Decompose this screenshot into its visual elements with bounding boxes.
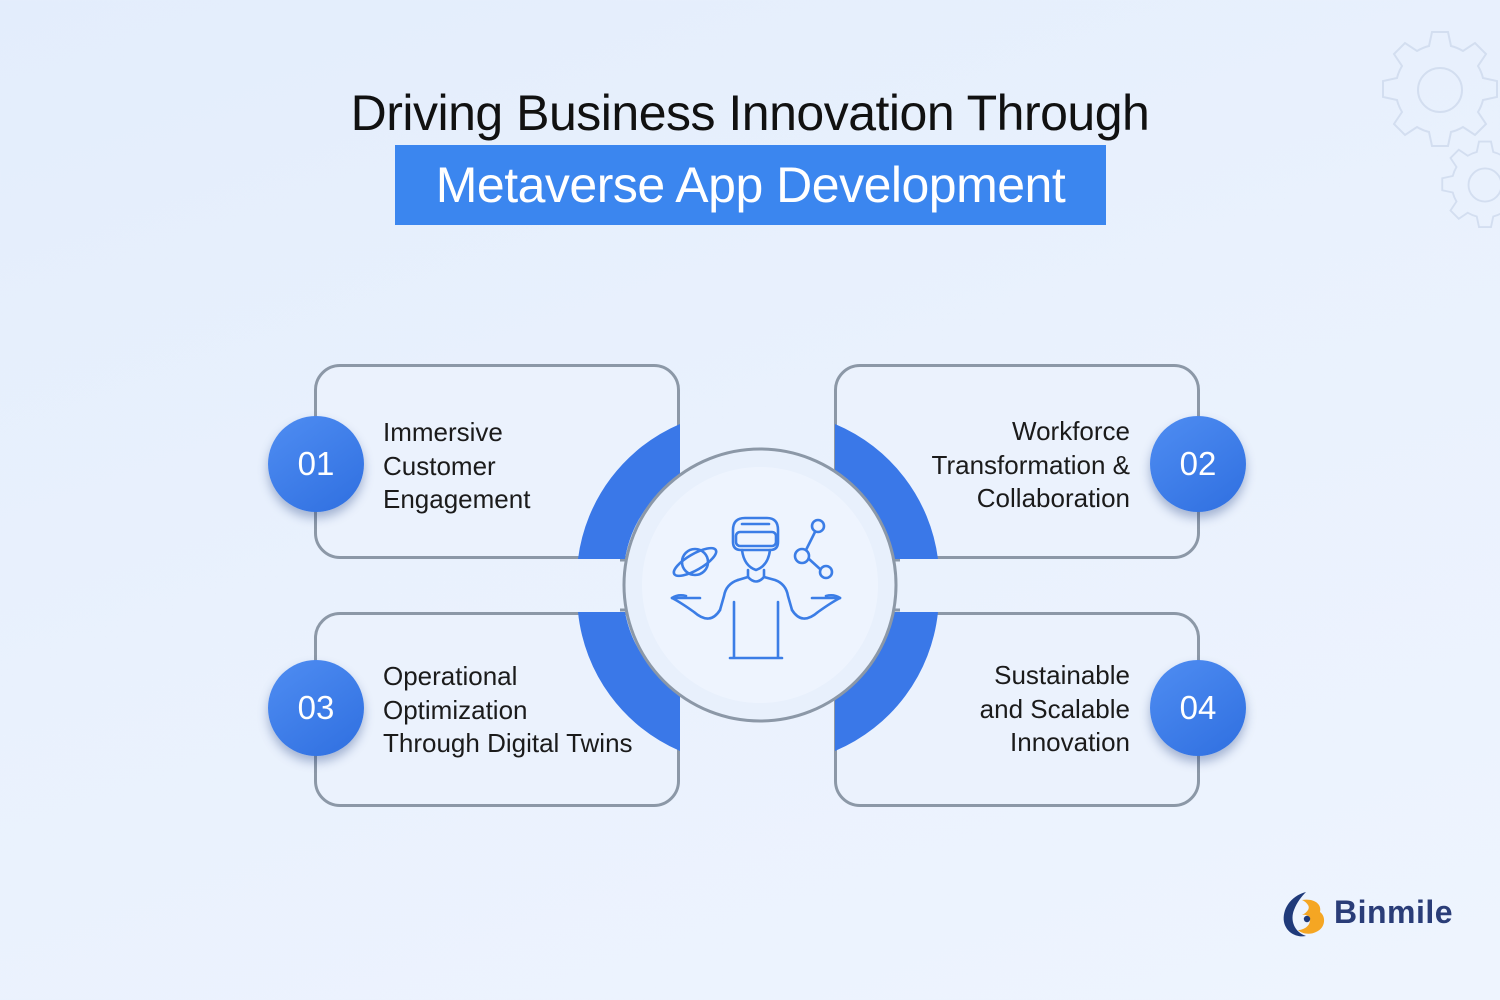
number-badge: 01 [268, 416, 364, 512]
brand-logo: Binmile [1280, 888, 1460, 940]
title-highlight [395, 145, 1106, 225]
card-label-line: Immersive [383, 417, 503, 447]
hub-inner-circle [642, 467, 878, 703]
card-label: Workforce Transformation & Collaboration [932, 415, 1130, 516]
arc-bottom-left [578, 612, 680, 751]
card-label: Sustainable and Scalable Innovation [980, 659, 1130, 760]
card-label: Immersive Customer Engagement [383, 416, 530, 517]
gear-icon [1382, 31, 1498, 147]
gear-icon [1441, 140, 1500, 228]
binmile-logo-icon [1283, 892, 1325, 937]
card-label-line: Collaboration [976, 483, 1130, 513]
card-label-line: Transformation & [931, 449, 1130, 480]
vr-headset-person-icon [670, 516, 842, 660]
card-label-line: Innovation [1010, 727, 1130, 757]
card-label-line: Customer [383, 450, 496, 481]
card-label: Operational Optimization Through Digital… [383, 660, 633, 761]
card-label-line: and Scalable [979, 693, 1130, 724]
number-badge: 04 [1150, 660, 1246, 756]
card-label-line: Workforce [1012, 416, 1130, 446]
number-badge: 03 [268, 660, 364, 756]
brand-name: Binmile [1334, 894, 1454, 930]
arc-bottom-right [835, 612, 938, 751]
page-title: Driving Business Innovation Through [350, 85, 1150, 141]
card-label-line: Sustainable [994, 660, 1130, 690]
card-label-line: Operational [383, 661, 518, 691]
card-label-line: Through Digital Twins [383, 728, 633, 758]
page-subtitle: Metaverse App Development [435, 157, 1066, 213]
arc-top-right [835, 424, 938, 559]
arc-top-left [578, 424, 680, 559]
number-badge: 02 [1150, 416, 1246, 512]
card-label-line: Engagement [383, 484, 531, 514]
card-label-line: Optimization [383, 694, 528, 725]
center-hub [578, 424, 938, 751]
